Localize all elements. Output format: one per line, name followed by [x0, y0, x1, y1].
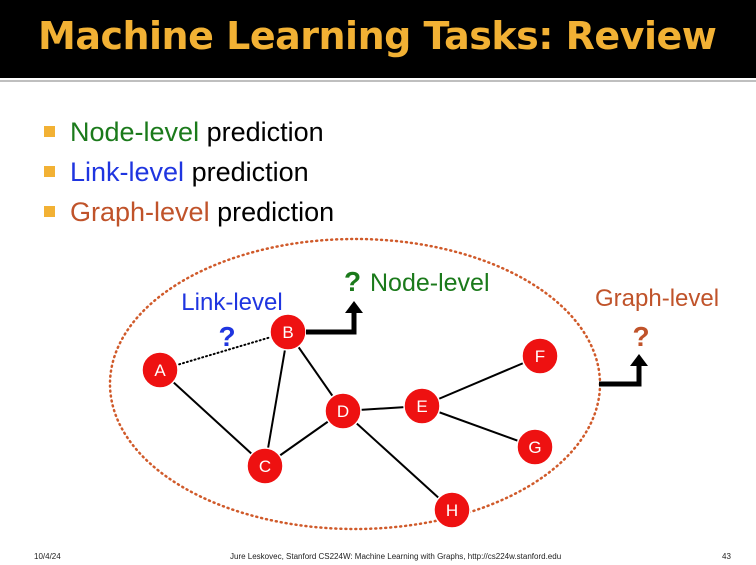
node-A: A	[141, 351, 179, 389]
bullet-graph-level: Graph-level prediction	[44, 192, 334, 232]
edge-E-G	[421, 405, 536, 448]
footer-date: 10/4/24	[34, 552, 61, 561]
bullet-square-icon	[44, 166, 55, 177]
link-question-mark: ?	[218, 321, 235, 352]
link-level-label: Link-level	[181, 289, 282, 316]
node-circle	[433, 491, 471, 529]
node-H: H	[433, 491, 471, 529]
node-E: E	[403, 387, 441, 425]
bullet-list: Node-level prediction Link-level predict…	[44, 112, 334, 232]
node-label: A	[154, 361, 166, 380]
graph-level-arrow-icon	[599, 365, 642, 387]
node-B: B	[269, 313, 307, 351]
bullet-square-icon	[44, 126, 55, 137]
graph-question-mark: ?	[632, 321, 649, 352]
bullet-keyword: Graph-level	[70, 197, 210, 227]
node-circle	[324, 392, 362, 430]
graph-level-arrowhead-icon	[630, 354, 648, 366]
edge-E-F	[421, 355, 541, 407]
node-D: D	[324, 392, 362, 430]
node-label: G	[528, 438, 541, 457]
bullet-keyword: Link-level	[70, 157, 185, 187]
bullet-text: prediction	[184, 157, 309, 187]
node-circle	[141, 351, 179, 389]
node-G: G	[516, 428, 554, 466]
node-circle	[516, 428, 554, 466]
footer-credit: Jure Leskovec, Stanford CS224W: Machine …	[230, 552, 562, 561]
title-bar: Machine Learning Tasks: Review	[0, 0, 756, 78]
bullet-text: prediction	[199, 117, 324, 147]
node-label: E	[416, 397, 427, 416]
node-F: F	[521, 337, 559, 375]
predicted-link-dotted	[159, 331, 289, 371]
bullet-text: prediction	[209, 197, 335, 227]
node-label: F	[535, 347, 545, 366]
node-C: C	[246, 447, 284, 485]
bullet-node-level: Node-level prediction	[44, 112, 334, 152]
node-level-arrow-icon	[306, 312, 357, 335]
edge-B-C	[264, 331, 289, 467]
footer-page-number: 43	[722, 552, 731, 561]
node-group: A B C D E F G H	[141, 313, 559, 529]
graph-level-label: Graph-level	[595, 285, 719, 312]
edge-A-C	[159, 369, 266, 467]
node-question-mark: ?	[344, 266, 361, 297]
edge-D-H	[342, 410, 453, 511]
node-label: C	[259, 457, 271, 476]
node-label: D	[337, 402, 349, 421]
bullet-link-level: Link-level prediction	[44, 152, 334, 192]
node-label: B	[282, 323, 293, 342]
node-circle	[246, 447, 284, 485]
slide-title: Machine Learning Tasks: Review	[38, 14, 717, 58]
bullet-keyword: Node-level	[70, 117, 200, 147]
node-label: H	[446, 501, 458, 520]
bullet-square-icon	[44, 206, 55, 217]
node-level-label: Node-level	[370, 269, 490, 297]
node-circle	[521, 337, 559, 375]
title-divider	[0, 80, 756, 82]
node-level-arrowhead-icon	[345, 301, 363, 313]
node-circle	[403, 387, 441, 425]
